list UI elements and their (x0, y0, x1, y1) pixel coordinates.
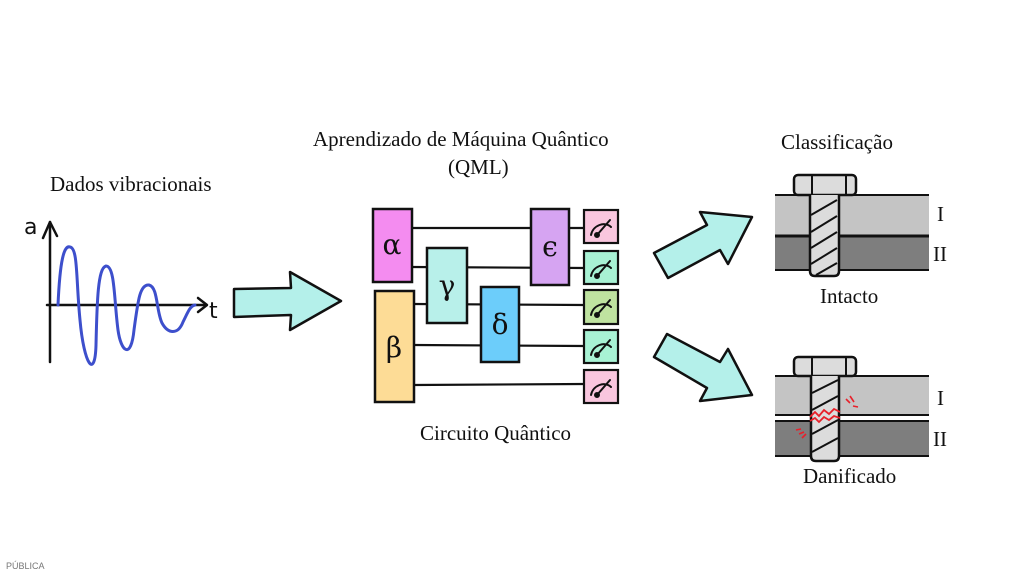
measurement-1 (582, 208, 620, 245)
signal-title: Dados vibracionais (50, 172, 212, 196)
layer-2 (775, 421, 929, 456)
classification-title: Classificação (781, 130, 893, 154)
gate-beta-symbol: β (386, 331, 402, 364)
gate-epsilon-symbol: ϵ (542, 230, 558, 263)
gate-beta (373, 289, 416, 404)
vibration-wave (56, 245, 197, 366)
arrow-up-right-icon (652, 210, 754, 280)
gate-alpha-symbol: α (383, 228, 402, 261)
x-axis-arrow-icon (196, 296, 209, 314)
meter-icon (590, 260, 612, 279)
arrow-right-icon (232, 270, 343, 332)
y-axis-label: a (24, 215, 37, 240)
quantum-circuit (371, 207, 620, 405)
measurement-2 (582, 249, 620, 286)
layer-label-II-intact: II (933, 242, 947, 266)
measurement-4 (582, 328, 620, 365)
crack (809, 407, 841, 418)
layer-label-II-damaged: II (933, 427, 947, 451)
classification-tag: PÚBLICA (6, 561, 45, 571)
circuit-label: Circuito Quântico (420, 421, 572, 445)
layer-1 (775, 376, 929, 415)
qml-title-line1: Aprendizado de Máquina Quântico (313, 127, 609, 151)
damaged-label: Danificado (803, 464, 897, 488)
layer-label-I-damaged: I (937, 386, 944, 410)
signal-plot: a t (24, 215, 218, 366)
damaged-joint (775, 355, 929, 463)
measurement-3 (582, 288, 620, 326)
layer-label-I-intact: I (937, 202, 944, 226)
meter-icon (590, 299, 612, 318)
measurement-5 (582, 368, 620, 405)
meter-icon (590, 219, 612, 238)
gate-delta-symbol: δ (492, 308, 509, 341)
meter-icon (590, 379, 612, 398)
qubit-wire-5 (413, 382, 585, 387)
gate-epsilon (529, 207, 571, 287)
intact-label: Intacto (820, 284, 879, 308)
layer-2 (775, 236, 929, 270)
x-axis-label: t (209, 299, 218, 324)
gate-gamma (425, 246, 469, 325)
gate-gamma-symbol: γ (439, 269, 456, 302)
arrow-down-right-icon (652, 332, 754, 403)
y-axis-arrow-icon (41, 220, 59, 240)
intact-joint (775, 173, 929, 278)
bolt-shank (808, 195, 841, 278)
meter-icon (590, 339, 612, 358)
layer-1 (775, 195, 929, 236)
gate-delta (479, 285, 521, 364)
qml-title-line2: (QML) (448, 155, 509, 179)
gate-alpha (371, 207, 414, 284)
stress-marks-icon (795, 395, 859, 439)
